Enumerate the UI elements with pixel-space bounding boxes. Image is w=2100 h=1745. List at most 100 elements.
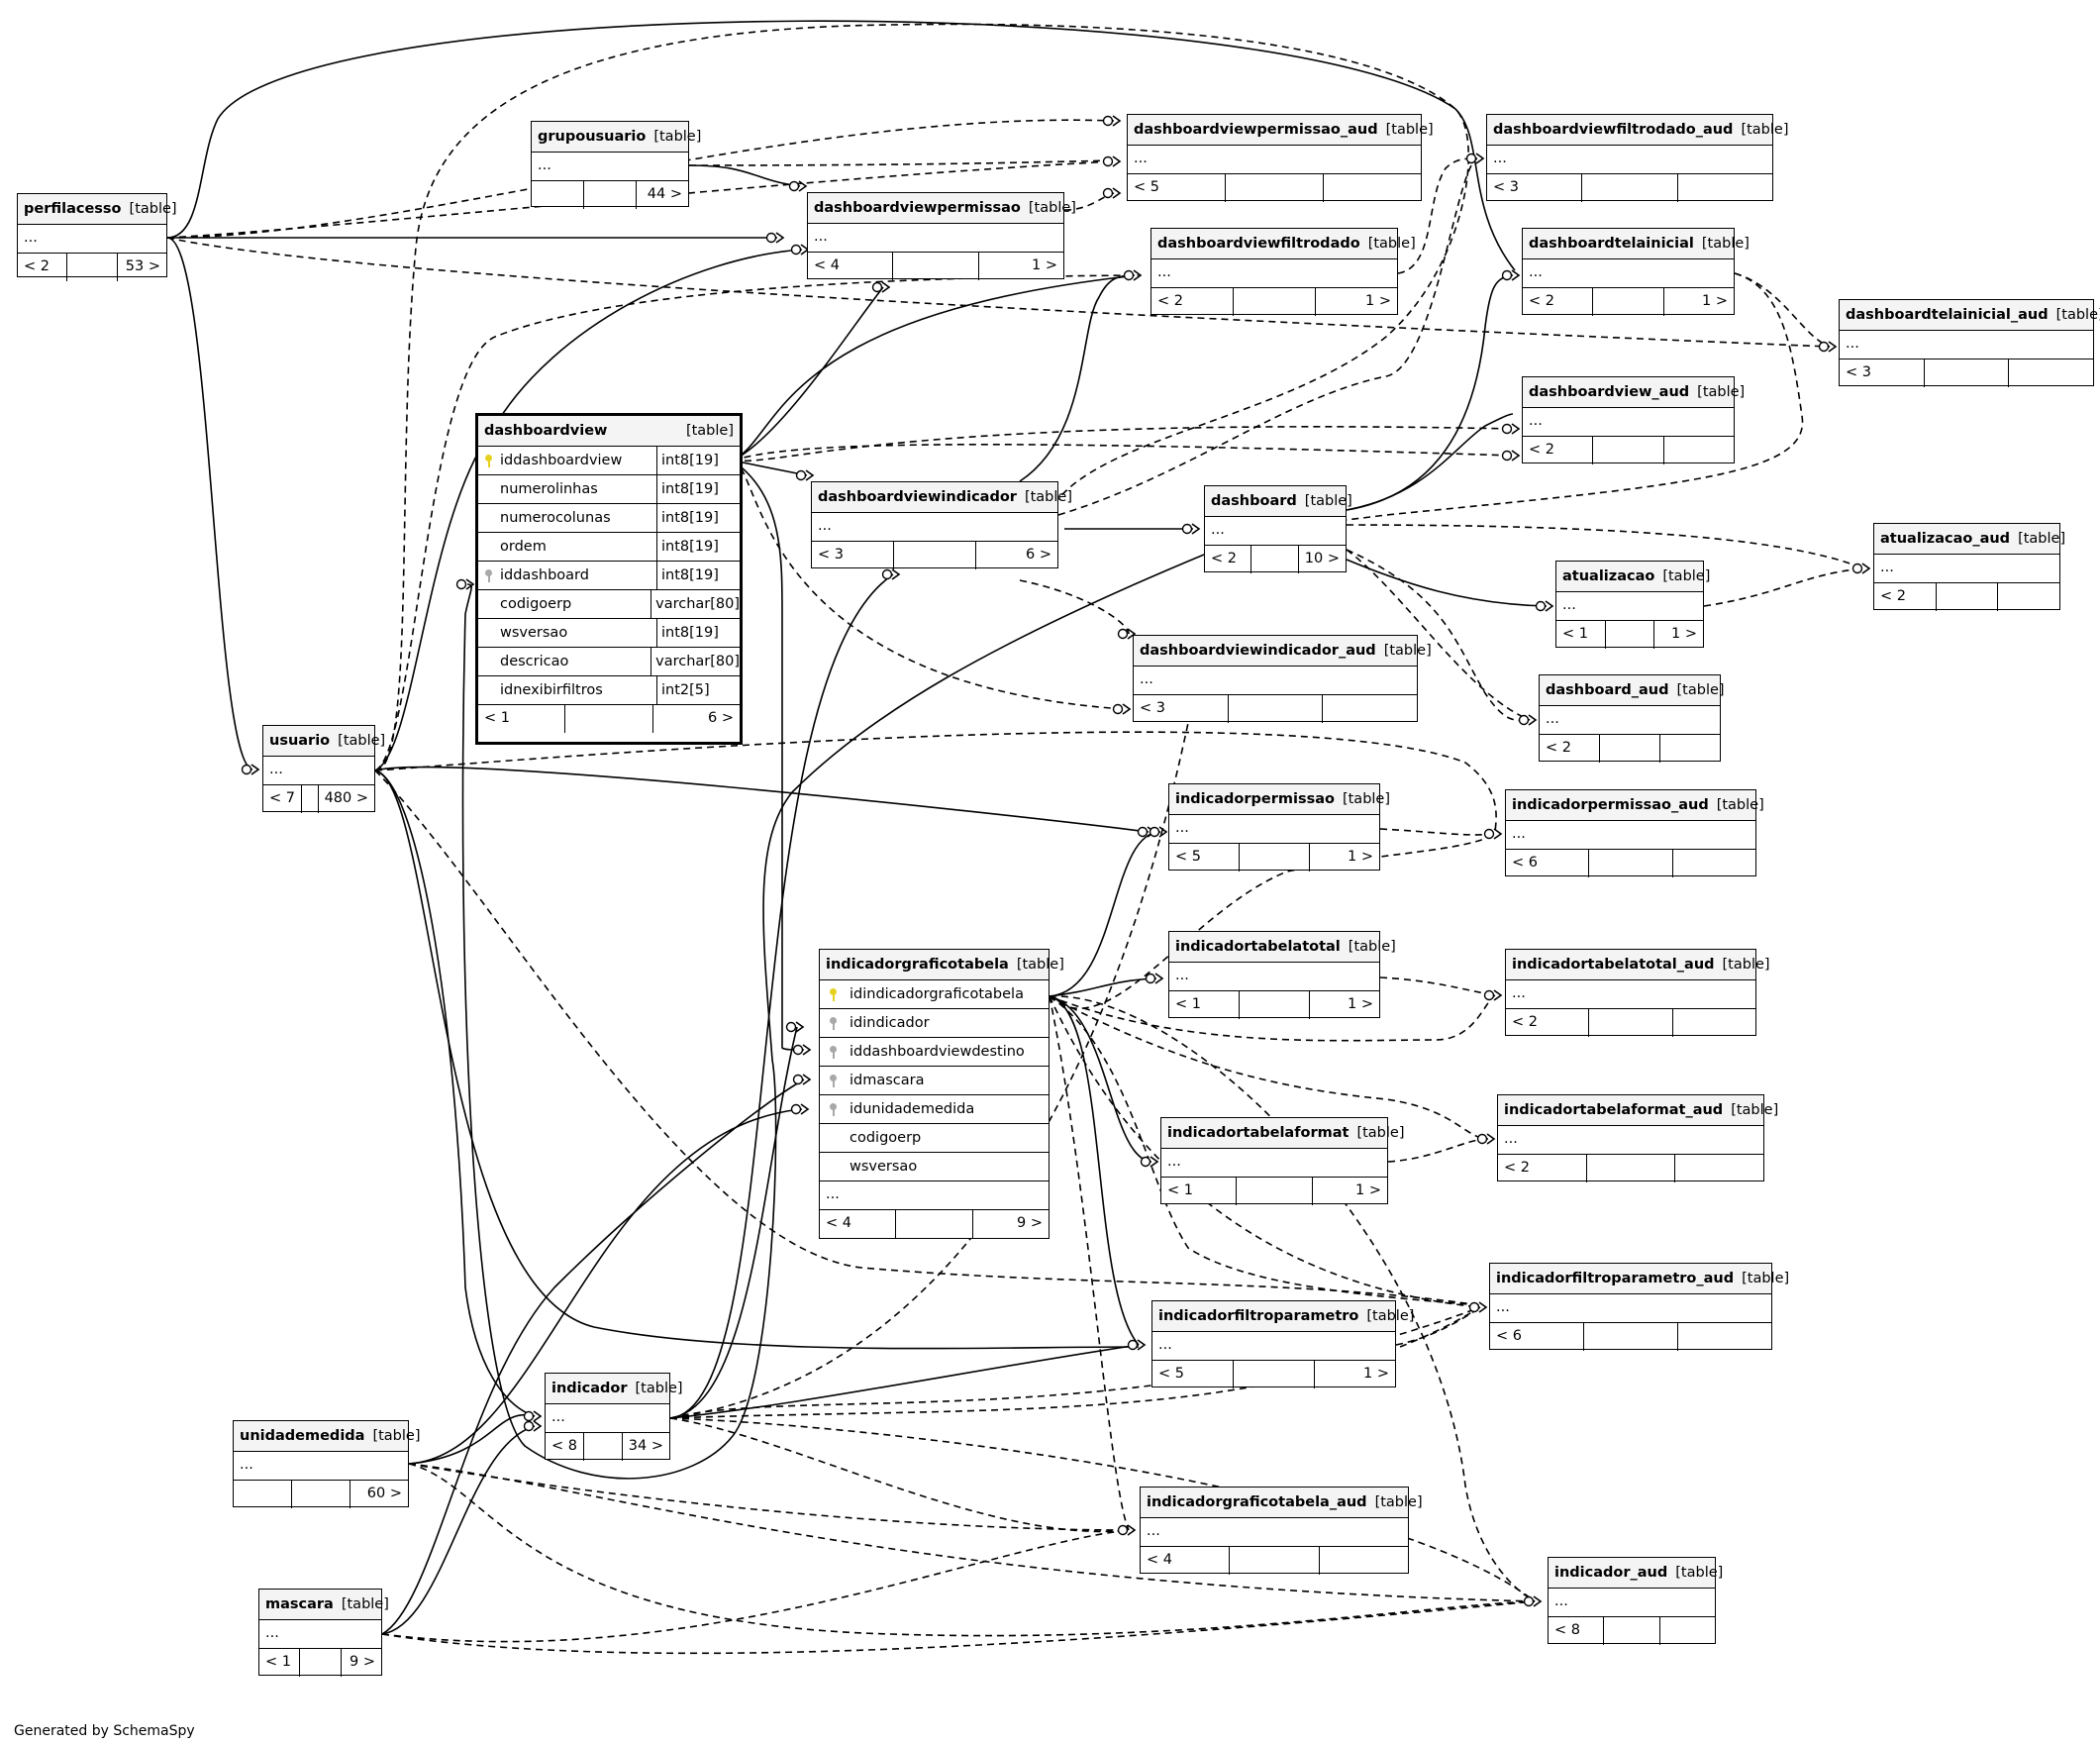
table-atualizacao_aud[interactable]: atualizacao_aud[table]...< 2 bbox=[1873, 523, 2065, 611]
optional-cardinality-marker bbox=[523, 1410, 535, 1422]
table-indicadortabelatotal_aud[interactable]: indicadortabelatotal_aud[table]...< 2 bbox=[1505, 949, 1770, 1037]
table-footer: < 2 bbox=[1506, 1009, 1755, 1037]
table-ellipsis: ... bbox=[1840, 331, 2093, 359]
footer-parents-count: < 7 bbox=[263, 785, 302, 813]
table-indicadortabelaformat_aud[interactable]: indicadortabelaformat_aud[table]...< 2 bbox=[1497, 1094, 1778, 1182]
column-row[interactable]: idindicadorgraficotabela bbox=[820, 980, 1049, 1009]
foreign-key-line-18 bbox=[1049, 831, 1161, 997]
table-grupousuario[interactable]: grupousuario[table]...44 > bbox=[531, 121, 701, 209]
many-crowfoot-marker bbox=[1154, 973, 1164, 984]
table-kind: [table] bbox=[1367, 236, 1416, 252]
table-name: dashboardtelainicial_aud bbox=[1846, 307, 2049, 323]
column-row[interactable]: idindicador bbox=[820, 1009, 1049, 1038]
table-header: dashboard[table] bbox=[1205, 486, 1352, 517]
column-row[interactable]: idmascara bbox=[820, 1067, 1049, 1095]
footer-parents-count: < 2 bbox=[1498, 1155, 1587, 1182]
implied-relationship-line-70 bbox=[669, 722, 1189, 1419]
column-row[interactable]: idunidademedida bbox=[820, 1095, 1049, 1124]
footer-children-count: 9 > bbox=[1017, 1215, 1043, 1231]
implied-relationship-line-47 bbox=[1379, 976, 1496, 996]
column-row[interactable]: codigoerp bbox=[820, 1124, 1049, 1153]
footer-children-count: 53 > bbox=[125, 258, 160, 274]
foreign-key-icon bbox=[485, 569, 492, 582]
table-indicadorpermissao_aud[interactable]: indicadorpermissao_aud[table]...< 6 bbox=[1505, 789, 1764, 877]
many-crowfoot-marker bbox=[533, 1410, 543, 1422]
table-dashboardview_aud[interactable]: dashboardview_aud[table]...< 2 bbox=[1522, 376, 1745, 464]
implied-relationship-line-55 bbox=[1049, 833, 1496, 1010]
optional-cardinality-marker bbox=[1483, 989, 1495, 1001]
table-header: dashboardviewfiltrodado[table] bbox=[1151, 229, 1416, 259]
table-ellipsis: ... bbox=[1874, 555, 2059, 583]
footer-spacer bbox=[1593, 437, 1664, 464]
footer-parents-count: < 5 bbox=[1128, 174, 1226, 202]
table-ellipsis: ... bbox=[1506, 980, 1755, 1009]
implied-relationship-line-39 bbox=[1346, 549, 1531, 721]
column-row[interactable]: wsversao bbox=[820, 1153, 1049, 1181]
foreign-key-line-16 bbox=[374, 770, 536, 1417]
table-indicador_aud[interactable]: indicador_aud[table]...< 8 bbox=[1548, 1557, 1723, 1645]
table-indicadorgraficotabela[interactable]: indicadorgraficotabela[table]idindicador… bbox=[819, 949, 1064, 1239]
many-crowfoot-marker bbox=[1475, 153, 1485, 164]
implied-relationship-line-62 bbox=[669, 1417, 1130, 1533]
many-crowfoot-marker bbox=[1511, 269, 1521, 281]
table-dashboardviewindicador_aud[interactable]: dashboardviewindicador_aud[table]...< 3 bbox=[1133, 635, 1432, 723]
many-crowfoot-marker bbox=[1493, 989, 1503, 1001]
many-crowfoot-marker bbox=[1828, 341, 1838, 353]
foreign-key-line-28 bbox=[381, 1078, 805, 1635]
many-crowfoot-marker bbox=[1112, 155, 1122, 167]
foreign-key-icon bbox=[830, 1017, 837, 1030]
table-dashboardviewpermissao_aud[interactable]: dashboardviewpermissao_aud[table]...< 5 bbox=[1127, 114, 1434, 202]
table-header: indicadorgraficotabela[table] bbox=[820, 950, 1064, 980]
footer-spacer bbox=[894, 542, 976, 569]
table-footer: 44 > bbox=[532, 181, 688, 209]
table-kind: [table] bbox=[2018, 531, 2066, 547]
optional-cardinality-marker bbox=[785, 1021, 797, 1033]
table-dashboard_aud[interactable]: dashboard_aud[table]...< 2 bbox=[1539, 674, 1725, 763]
table-ellipsis: ... bbox=[234, 1452, 408, 1481]
footer-children-count: 6 > bbox=[1026, 547, 1051, 563]
table-dashboardviewfiltrodado_aud[interactable]: dashboardviewfiltrodado_aud[table]...< 3 bbox=[1486, 114, 1788, 202]
foreign-key-icon bbox=[830, 1046, 837, 1059]
table-header: indicadorpermissao_aud[table] bbox=[1506, 790, 1764, 821]
footer-children-count: 1 > bbox=[1702, 293, 1728, 309]
footer-spacer bbox=[1584, 1323, 1678, 1351]
footer-children-count bbox=[2009, 359, 2093, 387]
table-unidademedida[interactable]: unidademedida[table]...60 > bbox=[233, 1420, 421, 1508]
table-ellipsis: ... bbox=[808, 224, 1063, 253]
table-header: indicadortabelatotal[table] bbox=[1169, 932, 1396, 963]
table-indicadorfiltroparametro_aud[interactable]: indicadorfiltroparametro_aud[table]...< … bbox=[1489, 1263, 1789, 1351]
column-row[interactable]: iddashboardviewdestino bbox=[820, 1038, 1049, 1067]
footer-parents-count: < 1 bbox=[1169, 991, 1240, 1019]
table-dashboardtelainicial_aud[interactable]: dashboardtelainicial_aud[table]...< 3 bbox=[1839, 299, 2100, 387]
implied-relationship-line-48 bbox=[1387, 1138, 1489, 1163]
column-name: idmascara bbox=[820, 1067, 1049, 1094]
foreign-key-line-12 bbox=[1346, 559, 1548, 607]
implied-relationship-line-64 bbox=[408, 1463, 1536, 1602]
table-indicadorgraficotabela_aud[interactable]: indicadorgraficotabela_aud[table]...< 4 bbox=[1140, 1487, 1423, 1575]
